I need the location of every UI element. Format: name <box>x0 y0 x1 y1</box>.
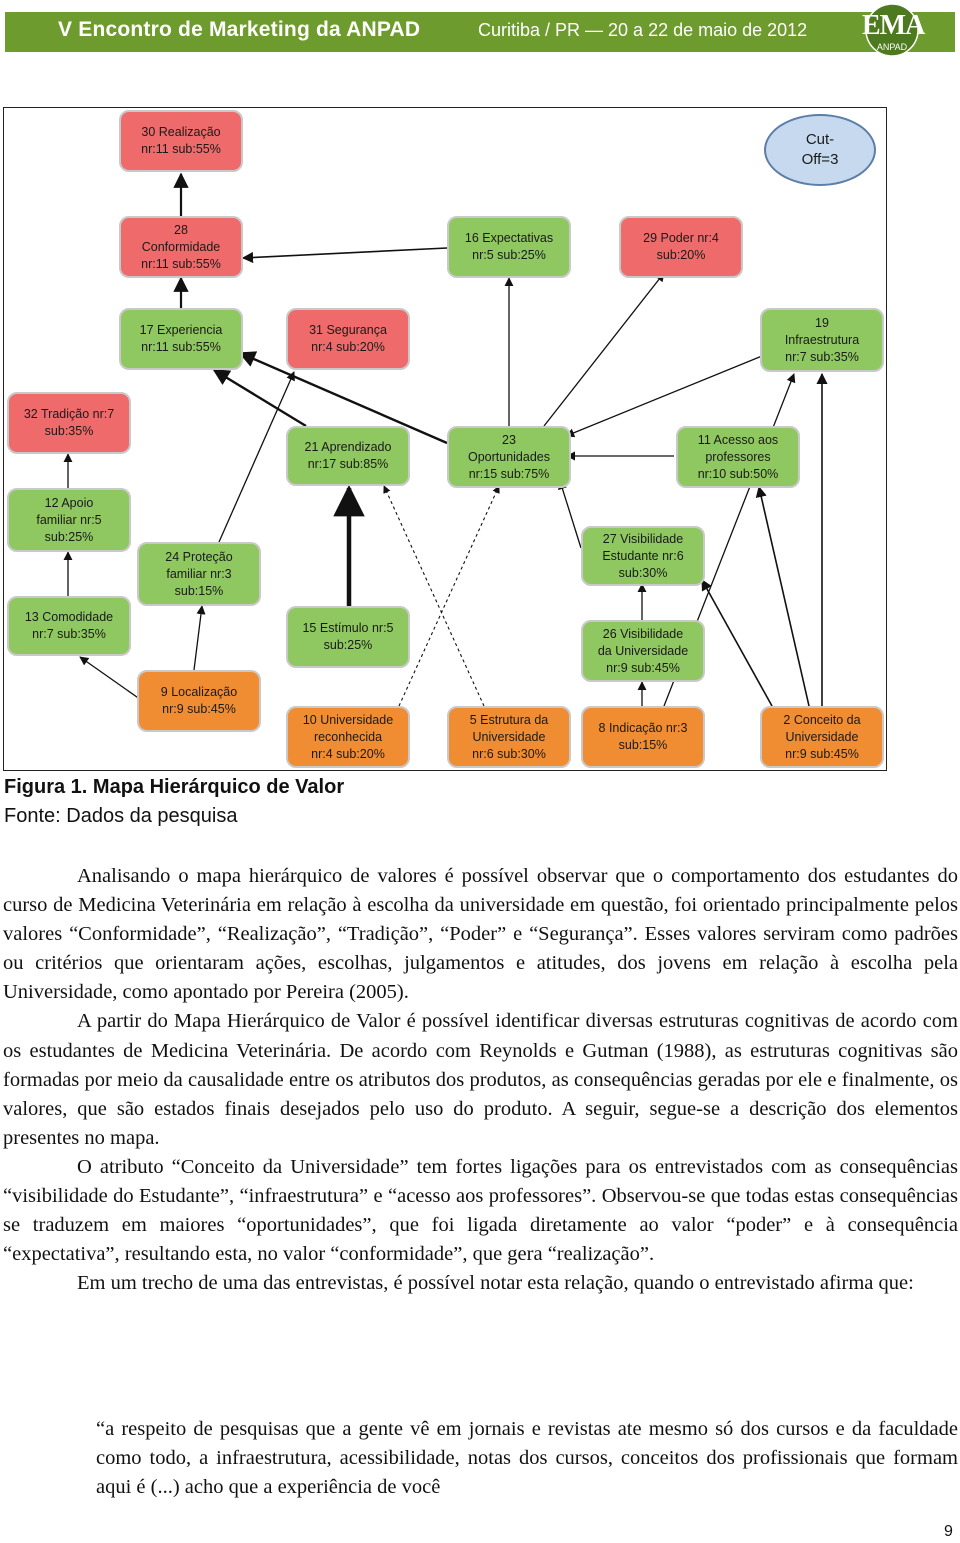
link-conceito-visibestudante <box>701 579 773 707</box>
node-visib-universidade: 26 Visibilidade da Universidade nr:9 sub… <box>581 620 705 682</box>
node-acesso: 11 Acesso aos professores nr:10 sub:50% <box>676 426 800 488</box>
node-tradicao: 32 Tradição nr:7 sub:35% <box>7 392 131 454</box>
link-localizacao-protecao <box>193 605 206 671</box>
node-poder: 29 Poder nr:4 sub:20% <box>619 216 743 278</box>
link-infraestrutura-oportunidades <box>565 355 763 438</box>
paragraph: Em um trecho de uma das entrevistas, é p… <box>77 1272 914 1295</box>
interview-quote: “a respeito de pesquisas que a gente vê … <box>96 1418 958 1498</box>
figure-source: Fonte: Dados da pesquisa <box>4 805 238 827</box>
node-localizacao: 9 Localização nr:9 sub:45% <box>137 670 261 732</box>
cutoff-badge: Cut- Off=3 <box>764 114 876 186</box>
header-bar <box>5 12 955 52</box>
ema-logo: EMA ANPAD <box>862 2 925 58</box>
logo-text: EMA <box>862 10 925 41</box>
link-aprendizado-experiencia <box>212 368 307 428</box>
node-apoio: 12 Apoio familiar nr:5 sub:25% <box>7 488 131 552</box>
node-infraestrutura: 19 Infraestrutura nr:7 sub:35% <box>760 308 884 372</box>
value-map-figure: Cut- Off=3 30 Realização nr:11 sub:55% 2… <box>3 107 887 771</box>
header-subtitle: Curitiba / PR — 20 a 22 de maio de 2012 <box>478 20 808 40</box>
logo-subtext: ANPAD <box>876 42 908 52</box>
node-visib-estudante: 27 Visibilidade Estudante nr:6 sub:30% <box>581 526 705 586</box>
link-expectativas-conformidade <box>241 247 448 264</box>
node-conceito: 2 Conceito da Universidade nr:9 sub:45% <box>760 706 884 768</box>
link-protecao-seguranca <box>218 371 295 543</box>
node-realizacao: 30 Realização nr:11 sub:55% <box>119 110 243 172</box>
link-estrutura-aprendizado <box>383 485 485 707</box>
body-text: Analisando o mapa hierárquico de valores… <box>3 862 958 1298</box>
node-estrutura: 5 Estrutura da Universidade nr:6 sub:30% <box>447 706 571 768</box>
node-conformidade: 28 Conformidade nr:11 sub:55% <box>119 216 243 278</box>
link-oportunidades-poder <box>543 272 665 427</box>
paragraph: A partir do Mapa Hierárquico de Valor é … <box>3 1010 958 1149</box>
node-aprendizado: 21 Aprendizado nr:17 sub:85% <box>286 426 410 486</box>
node-indicacao: 8 Indicação nr:3 sub:15% <box>581 706 705 768</box>
node-experiencia: 17 Experiencia nr:11 sub:55% <box>119 308 243 370</box>
link-visibestudante-oportunidades <box>558 480 582 549</box>
paragraph: O atributo “Conceito da Universidade” te… <box>3 1155 958 1266</box>
link-conceito-acesso <box>755 485 810 707</box>
link-localizacao-comodidade <box>79 656 145 703</box>
figure-caption: Figura 1. Mapa Hierárquico de Valor <box>4 776 345 798</box>
node-estimulo: 15 Estímulo nr:5 sub:25% <box>286 606 410 668</box>
link-univreconhecida-oportunidades <box>398 485 500 707</box>
page-header: V Encontro de Marketing da ANPAD Curitib… <box>0 0 960 66</box>
node-seguranca: 31 Segurança nr:4 sub:20% <box>286 308 410 370</box>
node-protecao: 24 Proteção familiar nr:3 sub:15% <box>137 542 261 606</box>
value-map-links <box>63 172 828 707</box>
link-oportunidades-experiencia <box>238 351 448 445</box>
paragraph: Analisando o mapa hierárquico de valores… <box>3 865 958 1004</box>
node-univ-reconhecida: 10 Universidade reconhecida nr:4 sub:20% <box>286 706 410 768</box>
header-title: V Encontro de Marketing da ANPAD <box>58 18 421 41</box>
node-comodidade: 13 Comodidade nr:7 sub:35% <box>7 596 131 656</box>
node-oportunidades: 23 Oportunidades nr:15 sub:75% <box>447 426 571 488</box>
page-number: 9 <box>944 1523 953 1540</box>
node-expectativas: 16 Expectativas nr:5 sub:25% <box>447 216 571 278</box>
